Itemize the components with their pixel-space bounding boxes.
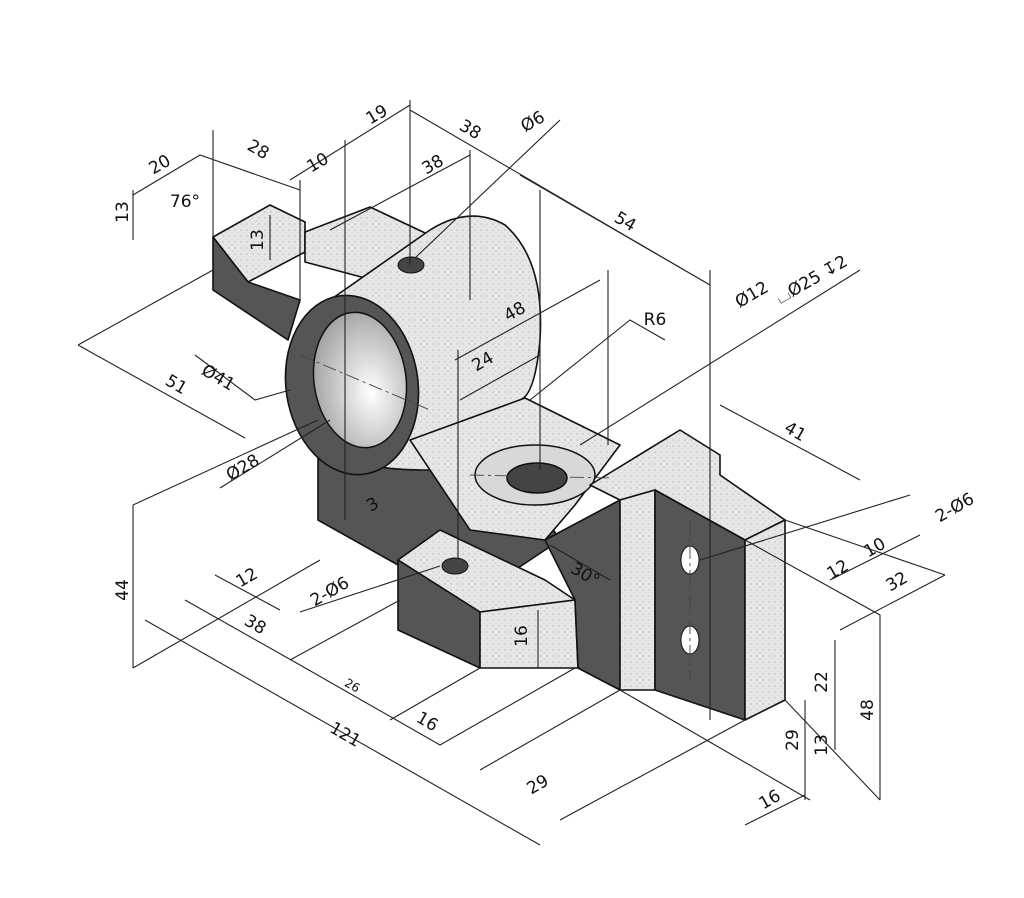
dim-121: 121 [326,718,364,752]
dim-16-right: 16 [756,786,785,814]
dim-41: 41 [781,418,810,446]
dim-13-tab: 13 [248,229,268,251]
dim-26: 26 [342,676,362,696]
dim-12-right: 12 [824,556,853,584]
dim-r6: R6 [644,310,667,330]
dim-29-vertical: 29 [783,729,803,751]
dim-20: 20 [146,151,175,179]
web-front [544,499,621,691]
dim-dia28: Ø28 [223,451,263,486]
dim-2-dia6-foot: 2-Ø6 [307,573,353,611]
dim-28-top: 28 [244,136,273,164]
through-hole [506,462,568,494]
dim-19: 19 [363,101,392,129]
dim-13-right: 13 [812,734,832,756]
dim-29-bottom: 29 [524,771,553,799]
dim-22: 22 [812,671,832,693]
dim-38-bottom: 38 [241,611,270,639]
top-hole [397,256,425,274]
dim-dia41: Ø41 [198,361,238,396]
dim-38-top: 38 [456,116,485,144]
right-block-side [744,519,786,721]
dim-16-foot: 16 [512,625,532,647]
dim-38-block: 38 [419,151,448,179]
dim-10-right: 10 [861,534,890,562]
dimension-lines [77,100,946,846]
dim-54: 54 [611,208,640,236]
left-tab-front [212,236,301,341]
dim-44: 44 [113,579,133,601]
dim-12-left: 12 [233,564,262,592]
dim-2-dia6-block: 2-Ø6 [932,489,978,527]
dim-48-right: 48 [858,699,878,721]
bore [312,311,408,449]
part-body [212,204,786,721]
right-block-inner-side [619,489,656,691]
dim-13-left: 13 [113,201,133,223]
center-lines [299,354,691,680]
dim-dia6-top: Ø6 [518,107,549,136]
angle-76: 76° [170,192,200,212]
dim-51: 51 [162,371,191,399]
foot-hole [441,557,469,575]
dim-32: 32 [883,568,912,596]
dim-dia12: Ø12 [732,278,772,313]
dim-10-top: 10 [304,149,333,177]
